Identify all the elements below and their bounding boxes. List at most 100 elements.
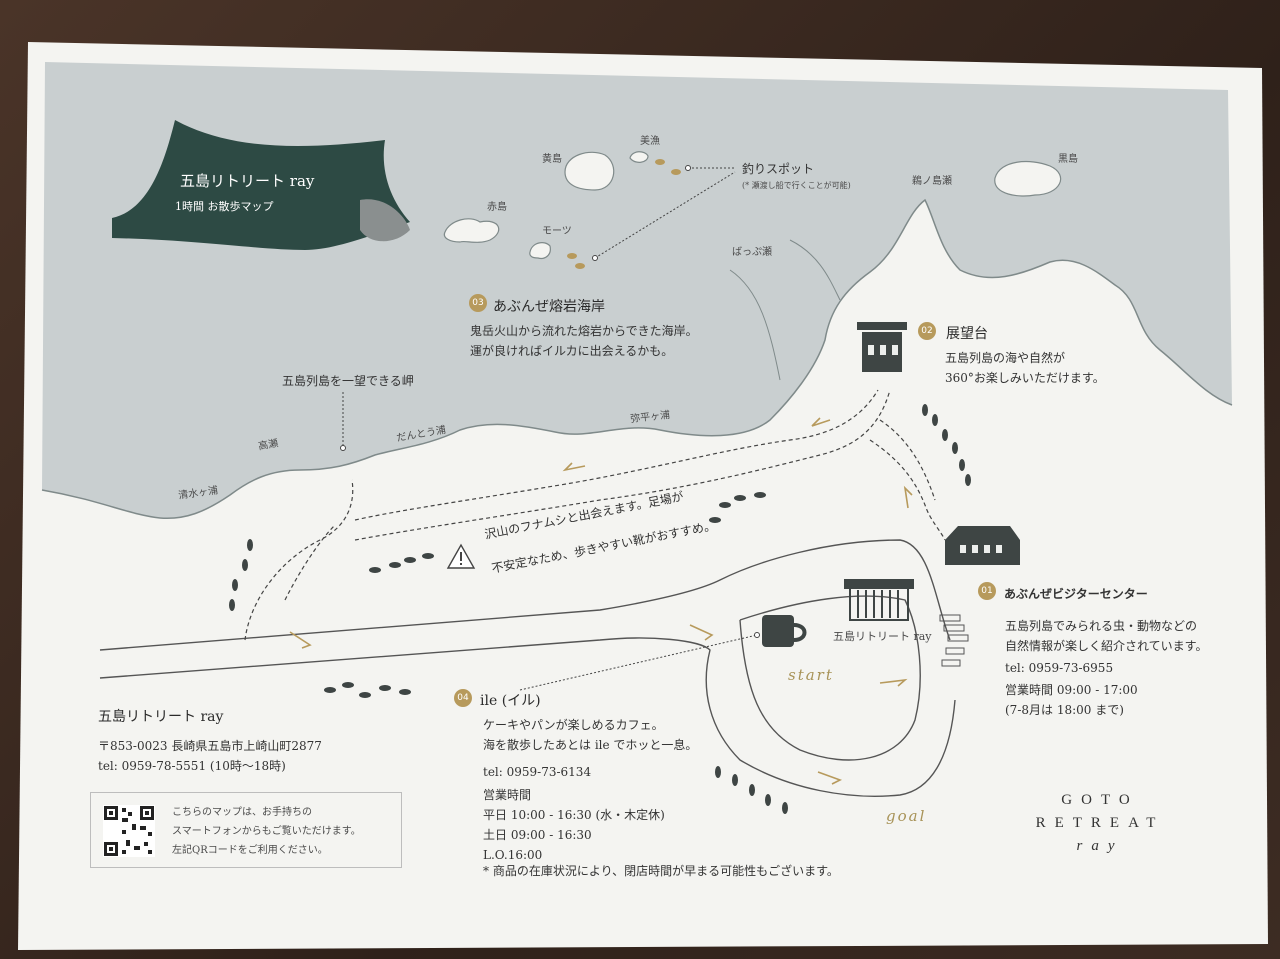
stairs bbox=[939, 614, 969, 667]
motsu-label: モーツ bbox=[542, 226, 572, 237]
footprint-icon bbox=[922, 404, 928, 416]
footprint-icon bbox=[404, 557, 416, 563]
spot-01-title: あぶんぜビジターセンター bbox=[1004, 587, 1148, 601]
kuroshima-label: 黒島 bbox=[1058, 154, 1078, 165]
qr-info-box bbox=[90, 792, 402, 868]
arrow bbox=[817, 771, 843, 785]
footprint-icon bbox=[422, 553, 434, 559]
fish-icon bbox=[655, 159, 665, 165]
bisho-island bbox=[629, 151, 649, 163]
address-name: 五島リトリート ray bbox=[98, 709, 224, 725]
brand-line-3: ray bbox=[1076, 838, 1124, 854]
bisho-label: 美漁 bbox=[640, 136, 660, 147]
footprint-icon bbox=[359, 692, 371, 698]
arrows bbox=[289, 417, 913, 785]
footprint-icon bbox=[749, 784, 755, 796]
spot-04-weekend-hours: 土日 09:00 - 16:30 bbox=[483, 828, 592, 842]
kuroshima-island bbox=[994, 160, 1062, 197]
bappuse-label: ばっぷ瀬 bbox=[732, 247, 772, 258]
brand-line-2: RETREAT bbox=[1035, 815, 1165, 831]
footprints bbox=[229, 404, 971, 814]
footprint-icon bbox=[959, 459, 965, 471]
warning-icon bbox=[446, 543, 476, 569]
footprint-icon bbox=[765, 794, 771, 806]
road bbox=[99, 539, 956, 797]
spot-01-desc-2: 自然情報が楽しく紹介されています。 bbox=[1005, 639, 1208, 653]
spot-04-title: ile (イル) bbox=[480, 693, 541, 709]
banner-subtitle: 1時間 お散歩マップ bbox=[175, 200, 274, 213]
fishing-spot-label: 釣りスポット bbox=[742, 162, 815, 176]
footprint-icon bbox=[715, 766, 721, 778]
coastline bbox=[41, 198, 1233, 520]
footprint-icon bbox=[342, 682, 354, 688]
arrow bbox=[689, 624, 714, 641]
fish-icon bbox=[575, 263, 585, 269]
footprint-icon bbox=[965, 474, 971, 486]
banner-curl bbox=[360, 199, 410, 242]
hotel-label: 五島リトリート ray bbox=[833, 630, 932, 643]
qr-text-line-2: スマートフォンからもご覧いただけます。 bbox=[172, 826, 361, 837]
spot-02-desc-1: 五島列島の海や自然が bbox=[945, 351, 1066, 365]
fishing-pointers bbox=[594, 167, 736, 259]
qr-code bbox=[103, 805, 155, 857]
spot-02-badge: 02 bbox=[918, 322, 936, 340]
qr-text-line-1: こちらのマップは、お手持ちの bbox=[172, 807, 312, 818]
arrow bbox=[289, 631, 312, 649]
footprint-icon bbox=[734, 495, 746, 501]
spot-04-desc-1: ケーキやパンが楽しめるカフェ。 bbox=[483, 718, 664, 732]
observatory-icon bbox=[857, 322, 907, 372]
spot-04-desc-2: 海を散歩したあとは ile でホッと一息。 bbox=[483, 738, 698, 752]
spot-01-desc-1: 五島列島でみられる虫・動物などの bbox=[1005, 619, 1198, 633]
footprint-icon bbox=[942, 429, 948, 441]
motsu-island bbox=[529, 242, 551, 260]
spot-03-desc-2: 運が良ければイルカに出会えるかも。 bbox=[470, 344, 674, 358]
kijima-label: 黄島 bbox=[542, 154, 562, 165]
footprint-icon bbox=[782, 802, 788, 814]
brand-line-1: GOTO bbox=[1061, 792, 1139, 808]
spot-04-badge: 04 bbox=[454, 689, 472, 707]
address-postal: 〒853-0023 長崎県五島市上崎山町2877 bbox=[98, 739, 322, 753]
fish-icons bbox=[567, 159, 681, 269]
arrow bbox=[811, 417, 831, 427]
fish-icon bbox=[567, 253, 577, 259]
arrow bbox=[879, 678, 908, 687]
footprint-icon bbox=[389, 562, 401, 568]
footprint-icon bbox=[247, 539, 253, 551]
arrow bbox=[903, 485, 913, 509]
fish-icon bbox=[671, 169, 681, 175]
address-tel: tel: 0959-78-5551 (10時〜18時) bbox=[98, 759, 286, 773]
spot-04-hours-label: 営業時間 bbox=[483, 788, 532, 802]
inland-line bbox=[789, 239, 841, 301]
footprint-icon bbox=[719, 502, 731, 508]
footprint-icon bbox=[399, 689, 411, 695]
start-label: start bbox=[788, 666, 834, 684]
trails bbox=[244, 389, 946, 641]
footprint-icon bbox=[369, 567, 381, 573]
banner-title: 五島リトリート ray bbox=[180, 172, 315, 190]
spot-02-desc-2: 360°お楽しみいただけます。 bbox=[945, 371, 1105, 385]
arrow bbox=[562, 462, 586, 472]
inland-line bbox=[729, 269, 781, 381]
hotel-icon bbox=[844, 579, 914, 621]
spot-01-summer-hours: (7-8月は 18:00 まで) bbox=[1005, 703, 1124, 717]
footprint-icon bbox=[754, 492, 766, 498]
spot-03-desc-1: 鬼岳火山から流れた熔岩からできた海岸。 bbox=[470, 324, 698, 338]
qr-text-line-3: 左記QRコードをご利用ください。 bbox=[172, 845, 328, 856]
footprint-icon bbox=[324, 687, 336, 693]
cafe-pointer bbox=[519, 634, 758, 691]
footprint-icon bbox=[709, 517, 721, 523]
footprint-icon bbox=[732, 774, 738, 786]
spot-02-title: 展望台 bbox=[946, 326, 988, 342]
footprint-icon bbox=[242, 559, 248, 571]
footprint-icon bbox=[229, 599, 235, 611]
cape-label: 五島列島を一望できる岬 bbox=[282, 374, 414, 388]
fishing-spot-note: (* 瀬渡し船で行くことが可能) bbox=[742, 181, 851, 190]
spot-01-badge: 01 bbox=[978, 582, 996, 600]
spot-01-tel: tel: 0959-73-6955 bbox=[1005, 661, 1114, 675]
spot-01-hours: 営業時間 09:00 - 17:00 bbox=[1005, 683, 1138, 697]
akashima-island bbox=[443, 218, 500, 243]
spot-04-note: * 商品の在庫状況により、閉店時間が早まる可能性もございます。 bbox=[483, 864, 839, 878]
footprint-icon bbox=[379, 685, 391, 691]
unosese-label: 鵜ノ島瀬 bbox=[912, 176, 952, 187]
